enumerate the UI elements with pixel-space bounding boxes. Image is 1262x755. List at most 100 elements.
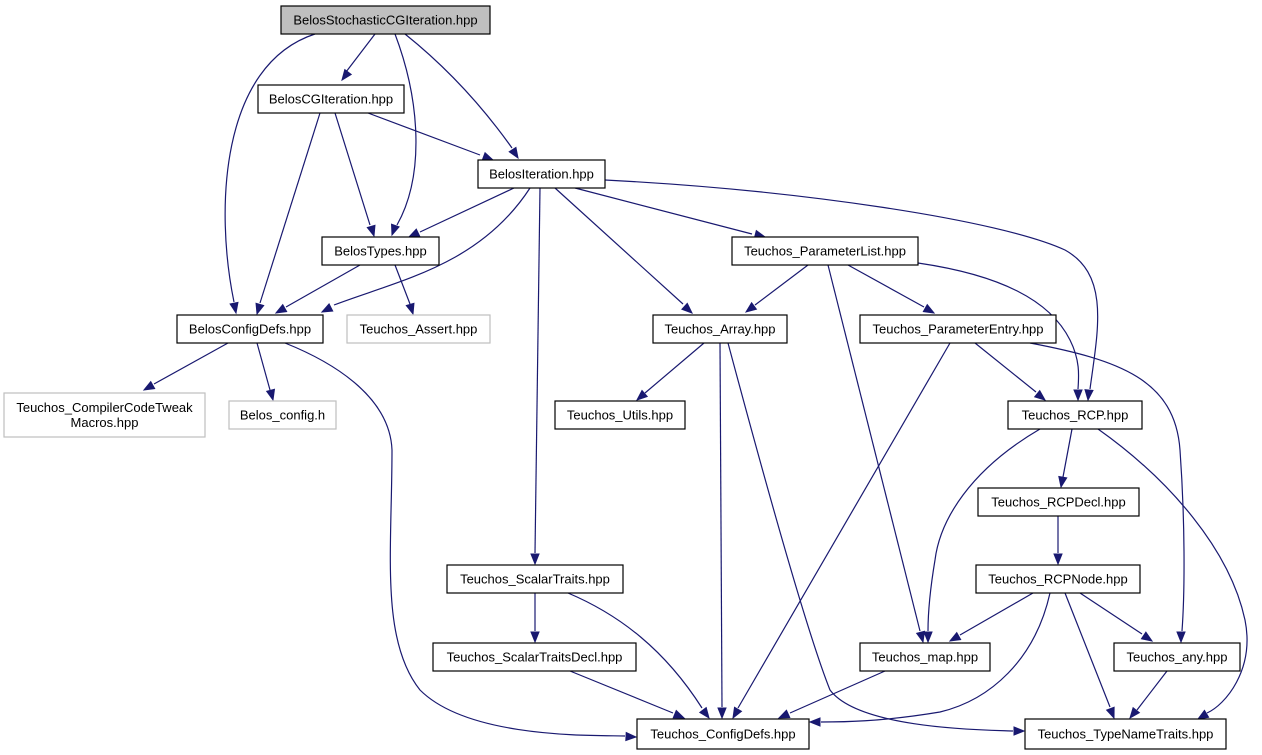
edge-line (737, 342, 951, 709)
edge-paramlist-to-paramentry (847, 264, 936, 314)
edge-rcpnode-to-map (948, 592, 1034, 642)
arrowhead (366, 224, 376, 238)
node-stochastic[interactable]: BelosStochasticCGIteration.hpp (280, 5, 491, 35)
arrowhead (255, 302, 265, 316)
node-configdefs[interactable]: BelosConfigDefs.hpp (176, 314, 324, 344)
arrowhead (508, 146, 519, 160)
edge-iteration-to-configdefs (320, 187, 531, 313)
node-teuchosconfig[interactable]: Teuchos_ConfigDefs.hpp (636, 718, 810, 750)
edge-types-to-assert (394, 264, 415, 316)
node-box (228, 400, 337, 430)
arrowhead (274, 303, 288, 314)
node-types[interactable]: BelosTypes.hpp (321, 236, 440, 266)
node-assert[interactable]: Teuchos_Assert.hpp (346, 314, 491, 344)
arrowhead (717, 707, 727, 720)
node-paramentry[interactable]: Teuchos_ParameterEntry.hpp (859, 314, 1057, 344)
edge-any-to-typename (1129, 670, 1168, 720)
edge-iteration-to-scalartraits (530, 187, 541, 566)
node-box (859, 314, 1057, 344)
edge-iteration-to-types (407, 187, 515, 238)
arrowhead (1105, 706, 1115, 720)
edge-array-to-typename (727, 342, 1026, 736)
node-box (1007, 400, 1143, 430)
edge-line (153, 342, 229, 385)
node-scalartraits[interactable]: Teuchos_ScalarTraits.hpp (446, 564, 624, 594)
edges-layer (142, 33, 1248, 742)
node-box (477, 159, 606, 189)
edge-rcpnode-to-any (1079, 592, 1154, 642)
arrowhead (1013, 726, 1026, 736)
edge-line (847, 264, 925, 308)
node-any[interactable]: Teuchos_any.hpp (1113, 642, 1241, 672)
arrowhead (698, 706, 710, 720)
node-label: Teuchos_Array.hpp (664, 322, 775, 337)
node-map[interactable]: Teuchos_map.hpp (859, 642, 991, 672)
node-box (446, 564, 624, 594)
edge-line (644, 342, 705, 394)
arrowhead (1140, 631, 1154, 642)
node-label: Macros.hpp (71, 415, 139, 430)
arrowhead (1058, 475, 1068, 489)
node-label: Teuchos_Utils.hpp (567, 408, 673, 423)
arrowhead (1073, 389, 1083, 402)
edge-line (927, 428, 1041, 632)
node-scalartraitsdecl[interactable]: Teuchos_ScalarTraitsDecl.hpp (432, 642, 637, 672)
node-rcpnode[interactable]: Teuchos_RCPNode.hpp (975, 564, 1141, 594)
node-box (554, 400, 686, 430)
arrowhead (530, 631, 540, 644)
arrowhead (1196, 709, 1210, 720)
node-box (321, 236, 440, 266)
node-belosconfig[interactable]: Belos_config.h (228, 400, 337, 430)
edge-line (256, 342, 271, 391)
edge-line (1079, 592, 1143, 635)
edge-line (259, 112, 321, 304)
edge-line (569, 670, 674, 714)
node-box (257, 84, 405, 114)
node-typename[interactable]: Teuchos_TypeNameTraits.hpp (1024, 718, 1227, 750)
arrowhead (732, 706, 743, 720)
edge-configdefs-to-compiler (142, 342, 229, 391)
edge-line (959, 592, 1034, 636)
arrowhead (808, 717, 821, 727)
arrowhead (265, 388, 276, 402)
edge-array-to-teuchosconfig (717, 342, 727, 720)
edge-line (394, 33, 417, 226)
edge-line (789, 670, 886, 714)
node-rcp[interactable]: Teuchos_RCP.hpp (1007, 400, 1143, 430)
edge-configdefs-to-teuchosconfig (284, 342, 638, 742)
arrowhead (229, 301, 239, 315)
edge-rcpnode-to-teuchosconfig (808, 592, 1051, 727)
edge-line (1136, 670, 1168, 711)
node-box (636, 718, 810, 750)
edge-line (827, 264, 921, 632)
edge-line (334, 112, 371, 226)
edge-line (1062, 428, 1073, 478)
edge-rcp-to-rcpdecl (1058, 428, 1073, 489)
node-label: Teuchos_ParameterList.hpp (744, 244, 906, 259)
arrowhead (341, 68, 353, 82)
node-cgiter[interactable]: BelosCGIteration.hpp (257, 84, 405, 114)
edge-line (719, 342, 723, 708)
edge-line (404, 33, 513, 149)
edge-rcpnode-to-typename (1064, 592, 1115, 720)
node-label: Teuchos_any.hpp (1127, 650, 1228, 665)
node-array[interactable]: Teuchos_Array.hpp (652, 314, 788, 344)
arrowhead (320, 303, 334, 313)
edge-scalartraits-to-teuchosconfig (567, 592, 710, 720)
edge-configdefs-to-belosconfig (256, 342, 276, 402)
edge-line (574, 187, 753, 235)
arrowhead (1129, 706, 1141, 720)
nodes-layer: BelosStochasticCGIteration.hppBelosCGIte… (3, 5, 1241, 750)
edge-stochastic-to-cgiter (341, 33, 376, 82)
node-utils[interactable]: Teuchos_Utils.hpp (554, 400, 686, 430)
arrowhead (635, 389, 649, 401)
node-label: Teuchos_RCP.hpp (1022, 408, 1129, 423)
node-rcpdecl[interactable]: Teuchos_RCPDecl.hpp (977, 487, 1140, 517)
edge-stochastic-to-types (390, 33, 417, 237)
node-iteration[interactable]: BelosIteration.hpp (477, 159, 606, 189)
edge-paramentry-to-rcp (974, 342, 1047, 401)
node-paramlist[interactable]: Teuchos_ParameterList.hpp (731, 236, 919, 266)
node-box (975, 564, 1141, 594)
edge-line (1064, 592, 1111, 708)
